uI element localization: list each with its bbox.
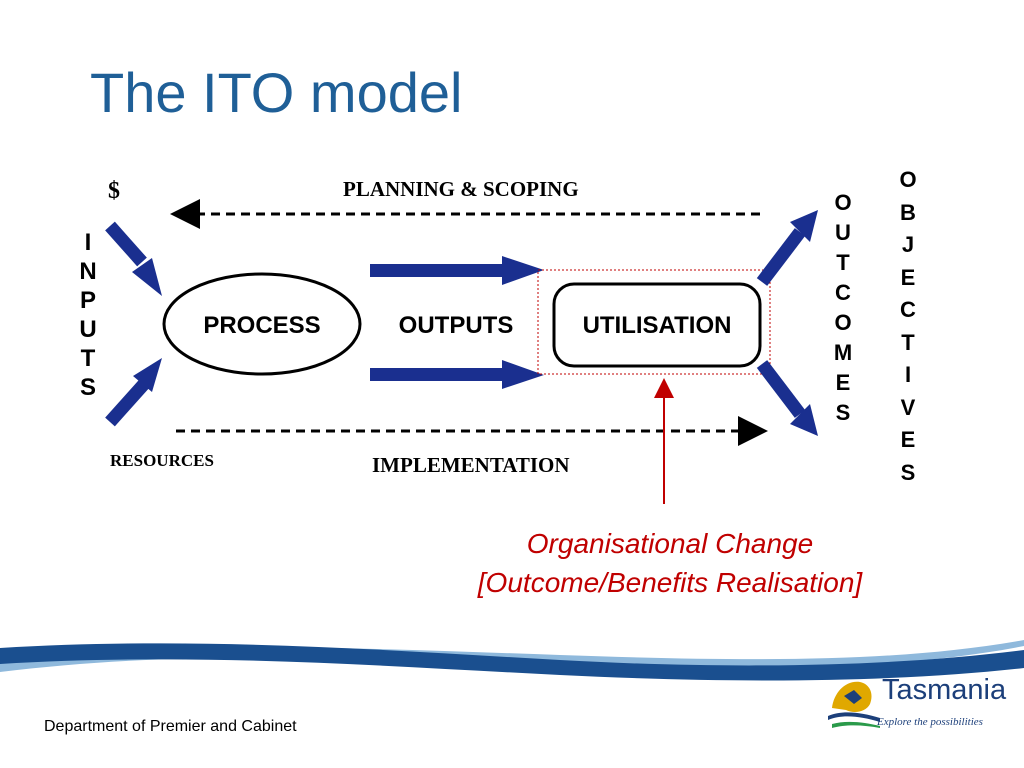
organisational-change-annotation: Organisational Change [Outcome/Benefits … xyxy=(420,524,920,602)
letter: U xyxy=(835,220,851,245)
logo-tagline: Explore the possibilities xyxy=(877,716,983,728)
footer-wave xyxy=(0,640,1024,681)
letter: I xyxy=(904,362,912,387)
logo-wordmark: Tasmania xyxy=(882,674,1007,706)
letter: T xyxy=(81,345,96,372)
footer-department: Department of Premier and Cabinet xyxy=(44,718,297,735)
outcome-arrow-bottom xyxy=(756,360,818,436)
output-arrow-bottom xyxy=(370,360,544,389)
process-label: PROCESS xyxy=(203,312,320,339)
process-ellipse xyxy=(162,272,362,376)
utilisation-highlight-box xyxy=(537,269,771,375)
planning-label: PLANNING & SCOPING xyxy=(343,177,579,201)
utilisation-box xyxy=(552,282,762,368)
letter: O xyxy=(834,190,851,215)
slide-title: The ITO model xyxy=(90,61,463,124)
resources-label: RESOURCES xyxy=(110,451,214,470)
letter: M xyxy=(834,340,852,365)
letter: O xyxy=(899,167,917,192)
letter: O xyxy=(834,310,851,335)
letter: U xyxy=(79,316,96,343)
input-arrow-bottom xyxy=(105,358,162,427)
letter: T xyxy=(836,250,850,275)
letter: I xyxy=(85,229,92,256)
annotation-line-2: [Outcome/Benefits Realisation] xyxy=(477,567,863,598)
letter: J xyxy=(901,232,915,257)
letter: E xyxy=(900,427,916,452)
letter: E xyxy=(900,264,916,290)
letter: N xyxy=(79,258,96,285)
letter: P xyxy=(80,287,96,314)
dollar-label: $ xyxy=(108,178,120,204)
tasmanian-devil-icon xyxy=(828,681,880,728)
letter: S xyxy=(900,459,916,485)
letter: S xyxy=(80,374,96,401)
output-arrow-top xyxy=(370,256,544,285)
letter: V xyxy=(900,394,916,420)
annotation-line-1: Organisational Change xyxy=(526,528,814,559)
letter: B xyxy=(900,199,916,225)
letter: S xyxy=(836,400,851,425)
implementation-label: IMPLEMENTATION xyxy=(372,453,570,477)
input-arrow-top xyxy=(105,221,162,296)
letter: C xyxy=(900,297,916,322)
outcome-arrow-top xyxy=(756,210,818,286)
letter: C xyxy=(835,280,851,305)
outputs-label: OUTPUTS xyxy=(399,312,514,339)
tasmania-logo: Tasmania Explore the possibilities xyxy=(820,668,1006,738)
letter: T xyxy=(901,329,915,355)
letter: E xyxy=(836,370,851,395)
utilisation-label: UTILISATION xyxy=(583,312,732,339)
